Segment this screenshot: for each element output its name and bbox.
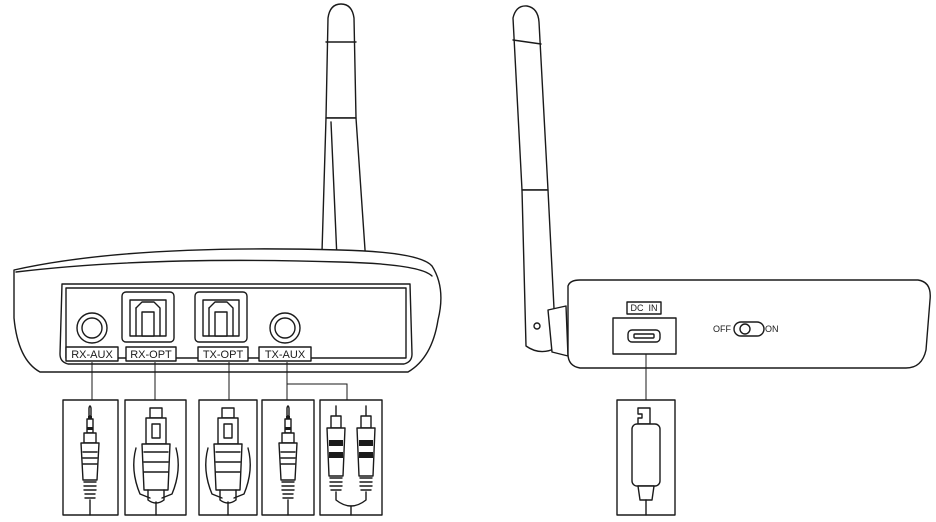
power-cable-box	[616, 399, 676, 516]
rx-opt-label-box: RX-OPT	[125, 346, 177, 362]
tx-opt-label: TX-OPT	[203, 349, 244, 361]
rx-opt-cable-box	[124, 399, 187, 516]
switch-on-label: ON	[765, 324, 779, 334]
micro-usb-plug-icon	[631, 407, 661, 516]
rx-aux-cable-box	[62, 399, 119, 516]
power-switch: OFF ON	[713, 321, 779, 337]
rx-opt-port	[121, 291, 175, 343]
aux-plug-icon	[80, 405, 100, 516]
dc-in-port	[612, 317, 677, 355]
rx-aux-label-box: RX-AUX	[65, 346, 119, 362]
tx-opt-port	[194, 291, 248, 343]
rear-leader-lines	[91, 362, 348, 400]
rca-cable-box	[319, 399, 383, 516]
tx-aux-label-box: TX-AUX	[258, 346, 312, 362]
switch-off-label: OFF	[713, 324, 731, 334]
toslink-plug-icon	[133, 407, 179, 516]
tx-opt-label-box: TX-OPT	[197, 346, 249, 362]
dc-in-label: DC IN	[631, 303, 658, 313]
aux-plug-icon	[278, 405, 298, 516]
rear-view-device: RX-AUX RX-OPT TX-OPT TX-AUX	[13, 3, 442, 373]
tx-aux-jack	[269, 312, 301, 344]
toslink-plug-icon	[205, 407, 251, 516]
tx-opt-cable-box	[198, 399, 258, 516]
tx-aux-label: TX-AUX	[265, 349, 306, 361]
rx-aux-jack	[76, 312, 108, 344]
tx-aux-cable-box	[261, 399, 315, 516]
dc-in-label-box: DC IN	[626, 301, 662, 315]
side-view-device: DC IN OFF ON	[512, 5, 931, 369]
rx-aux-label: RX-AUX	[71, 349, 113, 361]
rx-opt-label: RX-OPT	[130, 349, 172, 361]
rca-plug-icon	[326, 405, 376, 516]
side-antenna	[512, 5, 569, 357]
